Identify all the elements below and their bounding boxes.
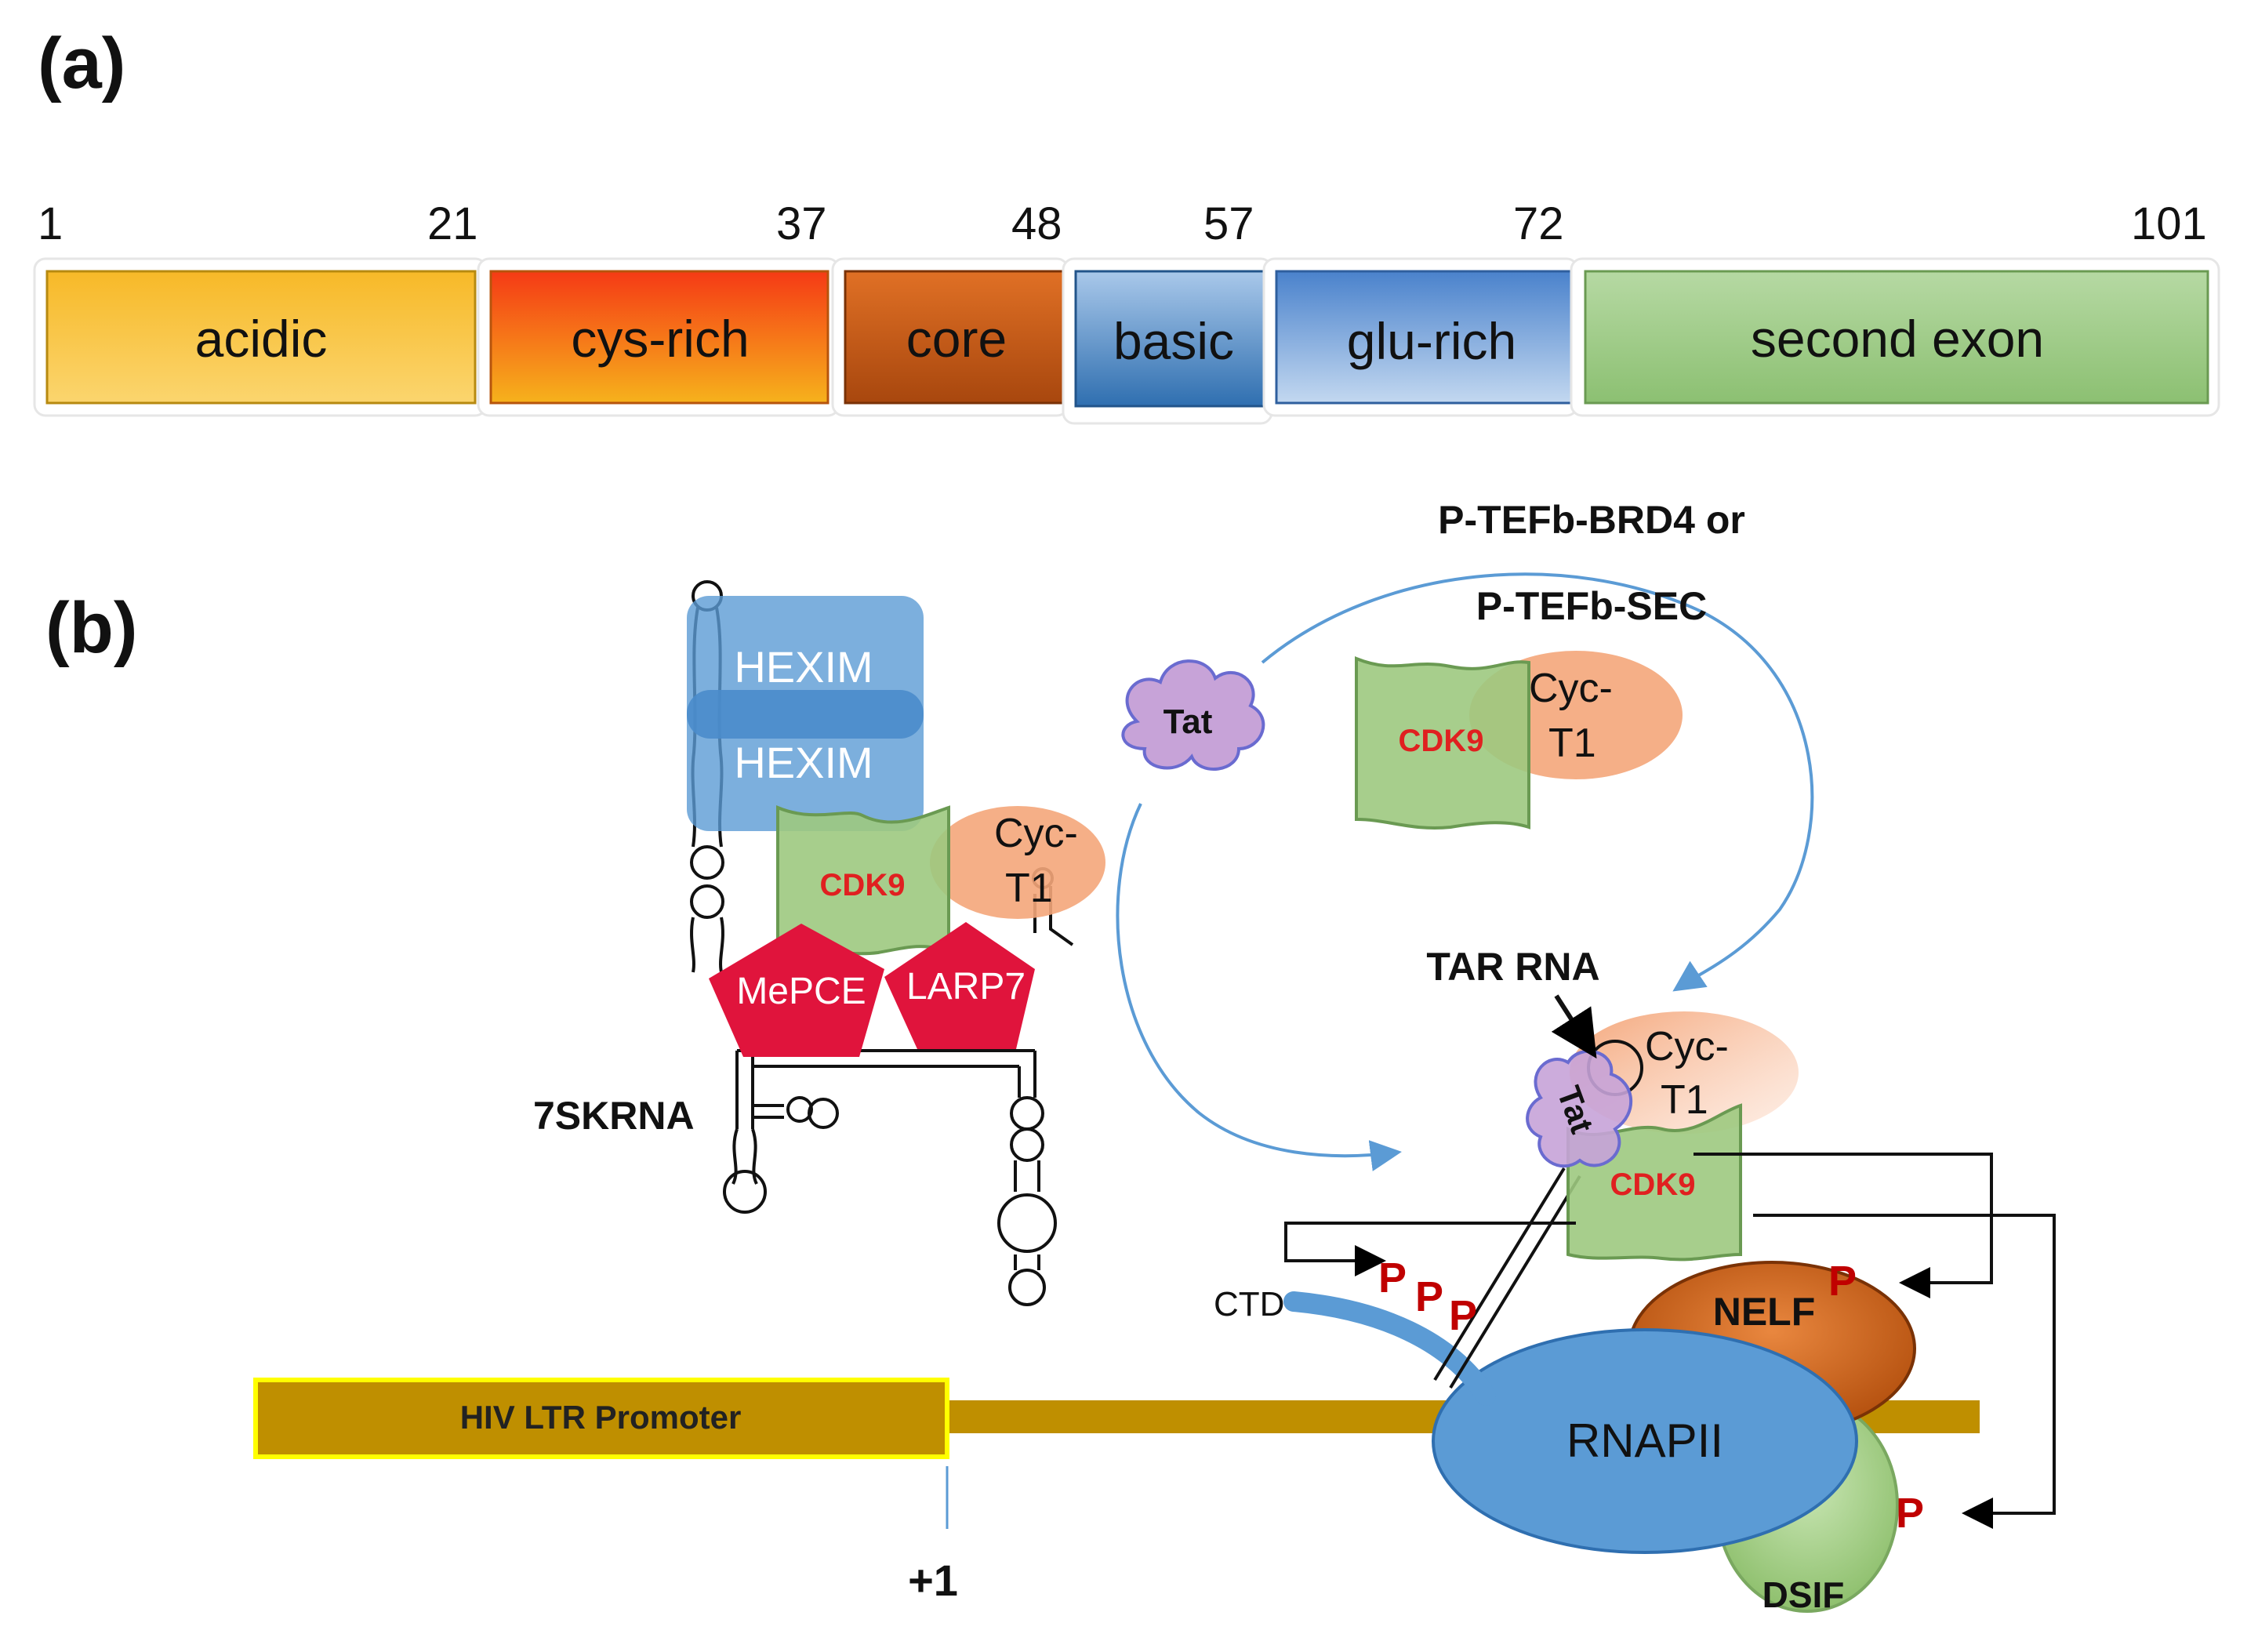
rnapii xyxy=(1432,1328,1858,1554)
phospho-dsif: P xyxy=(1896,1490,1924,1537)
position-21: 21 xyxy=(427,198,478,249)
ptefb-free-complex: P-TEFb-BRD4 or P-TEFb-SEC CDK9 Cyc- T1 xyxy=(1355,498,1745,830)
position-1: 1 xyxy=(38,198,63,249)
panel-b-label: (b) xyxy=(45,588,137,668)
domain-second-exon-label: second exon xyxy=(1751,310,2044,368)
domain-basic xyxy=(1074,270,1265,408)
cyclin-t1-7sk xyxy=(930,806,1105,919)
hexim-linker xyxy=(687,690,924,739)
bound-tat: Tat xyxy=(1526,1049,1633,1168)
tat-domain-bar: acidic cys-rich core basic glu-rich seco… xyxy=(33,257,2220,425)
free-tat: Tat xyxy=(1121,659,1265,771)
phospho-ctd-2: P xyxy=(1415,1273,1443,1320)
hiv-ltr-promoter xyxy=(253,1378,949,1459)
hexim-top-label: HEXIM xyxy=(734,642,873,692)
domain-cys-rich xyxy=(489,270,830,405)
ctd-label: CTD xyxy=(1214,1285,1284,1323)
domain-glu-rich xyxy=(1275,270,1573,405)
domain-second-exon xyxy=(1584,270,2209,405)
arrow-to-polymerase xyxy=(1116,803,1402,1171)
domain-basic-label: basic xyxy=(1113,312,1234,370)
rnapii-label: RNAPII xyxy=(1566,1414,1723,1467)
cyc-bound-line2: T1 xyxy=(1661,1077,1708,1123)
ptefb-label-line1: P-TEFb-BRD4 or xyxy=(1438,498,1745,542)
7sk-snrnp-complex: HEXIM HEXIM CDK9 Cyc- T1 MePCE LARP7 7SK… xyxy=(533,580,1105,1306)
panel-a-label: (a) xyxy=(38,24,125,103)
hexim-bottom-label: HEXIM xyxy=(734,738,873,787)
arrow-dsif-phospho xyxy=(1753,1214,2056,1529)
arrow-ctd-phospho xyxy=(1284,1222,1576,1276)
arrow-nelf-phospho xyxy=(1694,1153,1993,1298)
ptefb-label-line2: P-TEFb-SEC xyxy=(1476,584,1707,628)
phospho-nelf: P xyxy=(1828,1258,1857,1305)
cyc-7sk-line2: T1 xyxy=(1005,866,1053,911)
position-37: 37 xyxy=(776,198,827,249)
position-72: 72 xyxy=(1513,198,1564,249)
phospho-ctd-3: P xyxy=(1449,1292,1477,1339)
cyc-7sk-line1: Cyc- xyxy=(994,811,1078,856)
larp7-label: LARP7 xyxy=(906,966,1026,1008)
phosphorylation-arrows xyxy=(1284,1153,2056,1529)
mepce-label: MePCE xyxy=(736,971,866,1012)
domain-acidic xyxy=(45,270,477,405)
nelf-label: NELF xyxy=(1713,1290,1816,1334)
transcription-complex: HIV LTR Promoter +1 DSIF NELF RNAPII CTD… xyxy=(253,945,2056,1615)
tss-label: +1 xyxy=(908,1556,958,1605)
phospho-ctd-1: P xyxy=(1378,1254,1407,1302)
position-48: 48 xyxy=(1011,198,1062,249)
cyc-free-line1: Cyc- xyxy=(1529,666,1613,711)
cdk9-7sk-label: CDK9 xyxy=(820,868,906,902)
promoter-label: HIV LTR Promoter xyxy=(460,1399,742,1436)
cyc-bound-line1: Cyc- xyxy=(1645,1024,1729,1069)
cyc-free-line2: T1 xyxy=(1548,721,1596,766)
7sk-rna-label: 7SKRNA xyxy=(533,1094,695,1138)
cycle-arrows xyxy=(1116,572,1814,1171)
mepce-protein xyxy=(709,924,884,1057)
tar-rna-arrow xyxy=(1551,994,1597,1059)
nascent-rna xyxy=(1433,1167,1581,1389)
cdk9-free xyxy=(1355,656,1530,830)
domain-cys-rich-label: cys-rich xyxy=(571,310,749,368)
arrow-to-tar xyxy=(1261,572,1814,992)
cdk9-free-label: CDK9 xyxy=(1399,724,1484,758)
larp7-protein xyxy=(884,922,1035,1049)
domain-glu-rich-label: glu-rich xyxy=(1347,312,1516,370)
domain-core xyxy=(844,270,1066,405)
domain-acidic-label: acidic xyxy=(195,310,328,368)
free-tat-label: Tat xyxy=(1163,703,1213,741)
position-57: 57 xyxy=(1203,198,1254,249)
tar-rna-label: TAR RNA xyxy=(1426,945,1599,989)
ctd-tail xyxy=(1283,1291,1496,1406)
residue-positions: 1 21 37 48 57 72 101 xyxy=(38,198,2207,249)
cdk9-bound-label: CDK9 xyxy=(1610,1167,1696,1202)
domain-core-label: core xyxy=(906,310,1007,368)
position-101: 101 xyxy=(2131,198,2207,249)
dsif-label: DSIF xyxy=(1762,1574,1845,1615)
